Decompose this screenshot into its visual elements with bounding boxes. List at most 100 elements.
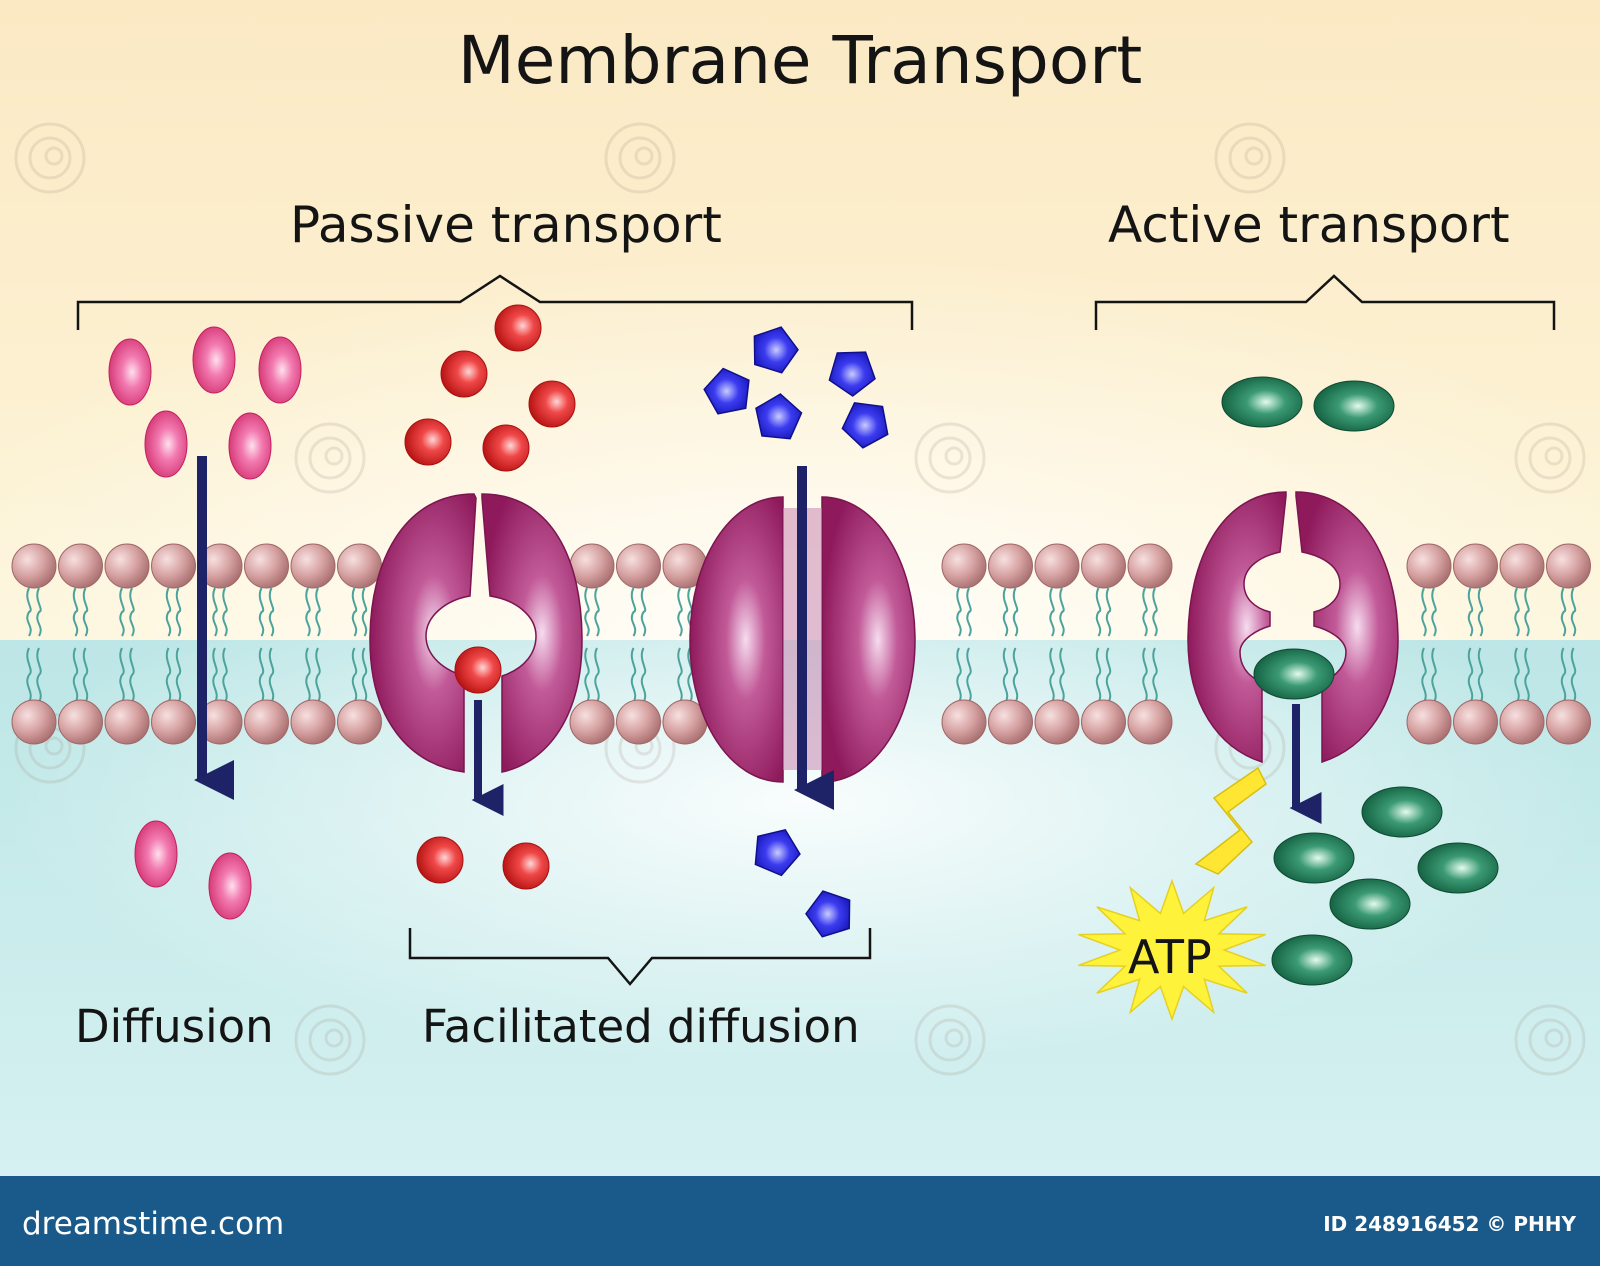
lipid-tail <box>630 587 637 637</box>
watermark-ring <box>294 1004 366 1076</box>
lipid-head <box>1034 543 1080 589</box>
watermark-ring <box>1544 1028 1564 1048</box>
lipid-tail <box>677 587 683 637</box>
lipid-tail <box>640 587 647 637</box>
lipid-tail <box>82 647 89 703</box>
lipid-tail <box>1477 587 1484 637</box>
lipid-head <box>58 543 103 589</box>
lipid-head <box>104 699 150 745</box>
lipid-tail <box>687 647 693 703</box>
solute-molecules <box>108 304 1499 986</box>
lipid-tail <box>175 587 182 637</box>
lipid-head <box>1127 543 1173 589</box>
pink-molecule <box>228 412 272 480</box>
watermark-ring <box>1544 446 1564 466</box>
lipid-tail <box>1059 647 1065 703</box>
watermark-ring <box>928 1018 972 1062</box>
watermark-ring <box>634 146 654 166</box>
lipid-head <box>11 543 57 589</box>
lipid-tail <box>268 647 275 703</box>
lipid-tail <box>584 587 590 637</box>
lipid-tail <box>956 647 962 703</box>
watermark-ring <box>324 446 344 466</box>
lipid-tail <box>1467 647 1474 703</box>
pink-molecule <box>258 336 302 404</box>
lipid-tail <box>258 647 265 703</box>
red-molecule <box>404 418 452 466</box>
lipid-tail <box>1012 587 1019 637</box>
watermark-ring <box>308 436 352 480</box>
lipid-tail <box>165 647 172 703</box>
pink-molecule <box>134 820 178 888</box>
watermark-ring <box>1228 136 1272 180</box>
watermark-ring <box>294 422 366 494</box>
lipid-tails <box>26 587 1577 703</box>
lipid-head <box>1081 543 1126 589</box>
watermark-ring <box>604 122 676 194</box>
lipid-head <box>941 543 987 589</box>
green-molecule <box>1221 376 1303 428</box>
red-molecule <box>502 842 550 890</box>
blue-molecule <box>703 367 750 415</box>
lipid-head <box>244 543 289 589</box>
lipid-tail <box>1002 647 1009 703</box>
watermark-ring <box>618 136 662 180</box>
active-transport-label: Active transport <box>1108 196 1510 254</box>
lipid-heads <box>11 543 1591 745</box>
lipid-tail <box>119 587 125 637</box>
lipid-tail <box>212 587 218 637</box>
lipid-head <box>151 543 196 589</box>
lipid-tail <box>1570 647 1577 703</box>
lipid-tail <box>1105 647 1112 703</box>
lipid-head <box>1453 543 1498 589</box>
lipid-head <box>1453 699 1498 745</box>
lipid-tail <box>222 647 228 703</box>
lipid-tail <box>175 647 182 703</box>
watermark-ring <box>928 436 972 480</box>
blue-molecule <box>828 351 876 397</box>
lipid-tail <box>594 647 600 703</box>
lipid-tail <box>361 587 368 637</box>
lipid-tail <box>1514 647 1520 703</box>
lipid-tail <box>1570 587 1577 637</box>
lipid-head <box>58 699 103 745</box>
lipid-tail <box>1421 587 1427 637</box>
blue-molecule <box>753 326 799 374</box>
atp-label: ATP <box>1128 930 1212 984</box>
stock-id-text: ID 248916452 © PHHY <box>1323 1212 1576 1236</box>
lipid-tail <box>72 647 79 703</box>
lipid-tail <box>351 587 358 637</box>
lipid-head <box>1546 543 1591 589</box>
lipid-tail <box>1524 587 1530 637</box>
lipid-head <box>1406 699 1452 745</box>
red-molecule <box>440 350 488 398</box>
lipid-tail <box>305 647 311 703</box>
facilitated-diffusion-bracket <box>408 928 872 986</box>
lipid-tail <box>315 647 321 703</box>
lipid-head <box>1034 699 1080 745</box>
lipid-tail <box>36 647 42 703</box>
active-transport-bracket <box>1094 274 1556 330</box>
lipid-tail <box>82 587 89 637</box>
watermark-ring <box>1528 436 1572 480</box>
green-molecule <box>1329 878 1411 930</box>
brand-text[interactable]: dreamstime.com <box>22 1206 285 1242</box>
diagram-title: Membrane Transport <box>457 22 1143 99</box>
pink-molecule <box>108 338 152 406</box>
lipid-tail <box>315 587 321 637</box>
lipid-tail <box>1059 587 1065 637</box>
lipid-tail <box>1095 647 1102 703</box>
watermark-ring <box>28 136 72 180</box>
lipid-tail <box>1431 647 1437 703</box>
red-molecule <box>528 380 576 428</box>
lipid-tail <box>1105 587 1112 637</box>
passive-transport-bracket <box>76 274 914 330</box>
lipid-tail <box>1142 647 1148 703</box>
watermark-ring <box>944 1028 964 1048</box>
lipid-tail <box>129 647 135 703</box>
lipid-tail <box>165 587 172 637</box>
lipid-tail <box>1049 647 1055 703</box>
watermark-ring <box>914 1004 986 1076</box>
lipid-head <box>290 543 336 589</box>
lipid-head <box>151 699 196 745</box>
